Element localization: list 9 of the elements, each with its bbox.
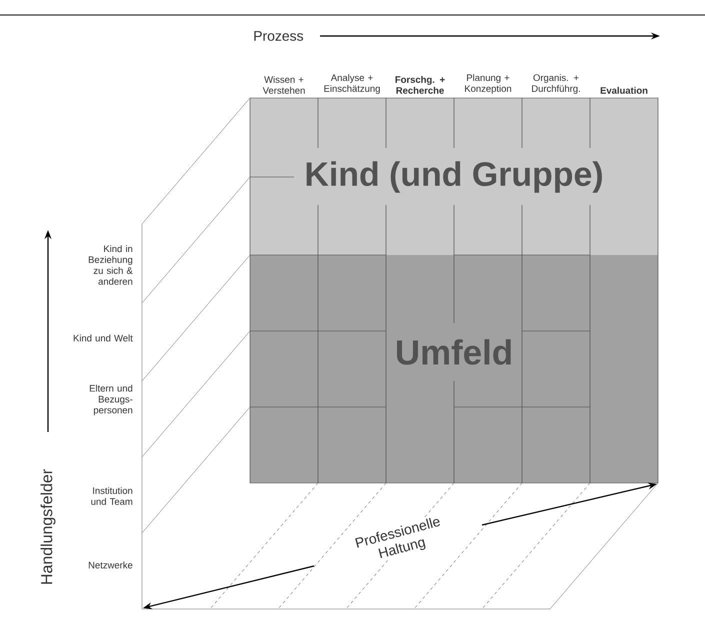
row-label: Institution und Team <box>91 487 132 505</box>
axis-title: Prozess <box>254 31 304 41</box>
region-panel: Umfeld <box>250 255 658 483</box>
row-label: Eltern und Bezugs- personen <box>90 384 132 416</box>
row-label: Kind und Welt <box>74 334 133 342</box>
row-label: Kind in Beziehung zu sich & anderen <box>88 245 133 285</box>
region-panel: Kind (und Gruppe) <box>250 98 658 255</box>
row-label: Netzwerke <box>88 562 132 568</box>
axis-title: Handlungsfelder <box>40 469 56 584</box>
